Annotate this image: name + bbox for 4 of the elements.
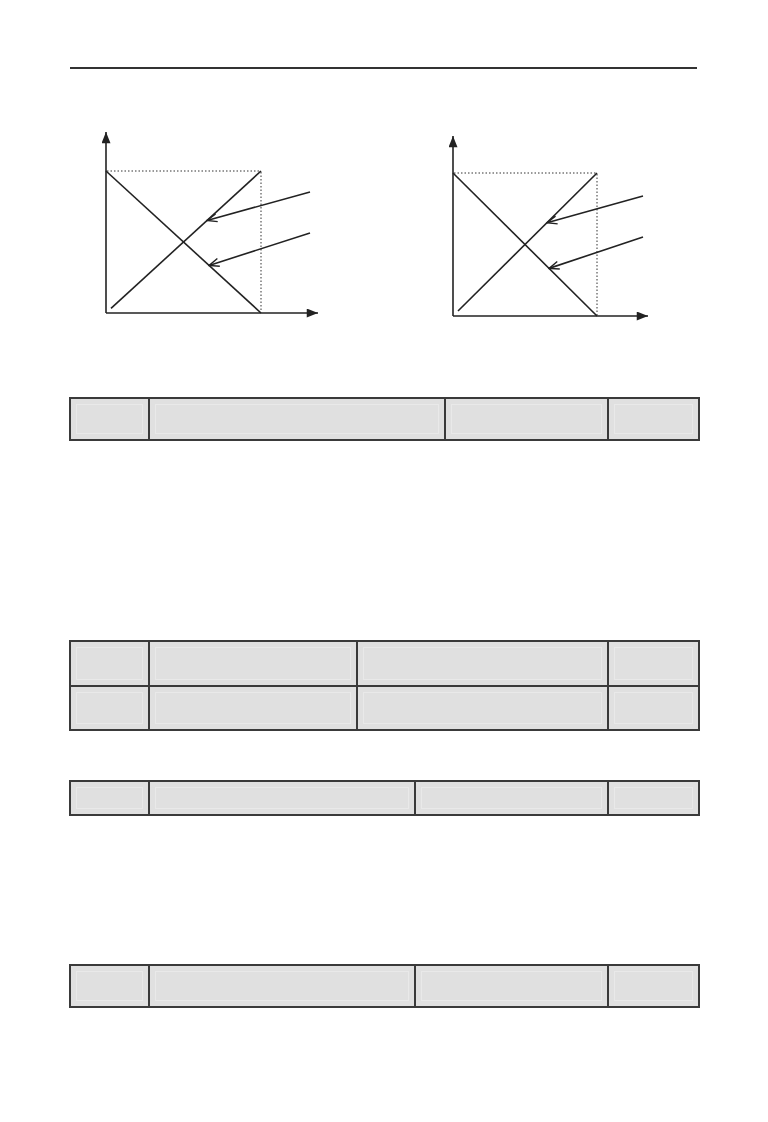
leader-arrow (548, 236, 644, 270)
leader-arrow (208, 232, 311, 267)
leader-arrow (546, 195, 644, 225)
leader-arrow (206, 191, 311, 223)
